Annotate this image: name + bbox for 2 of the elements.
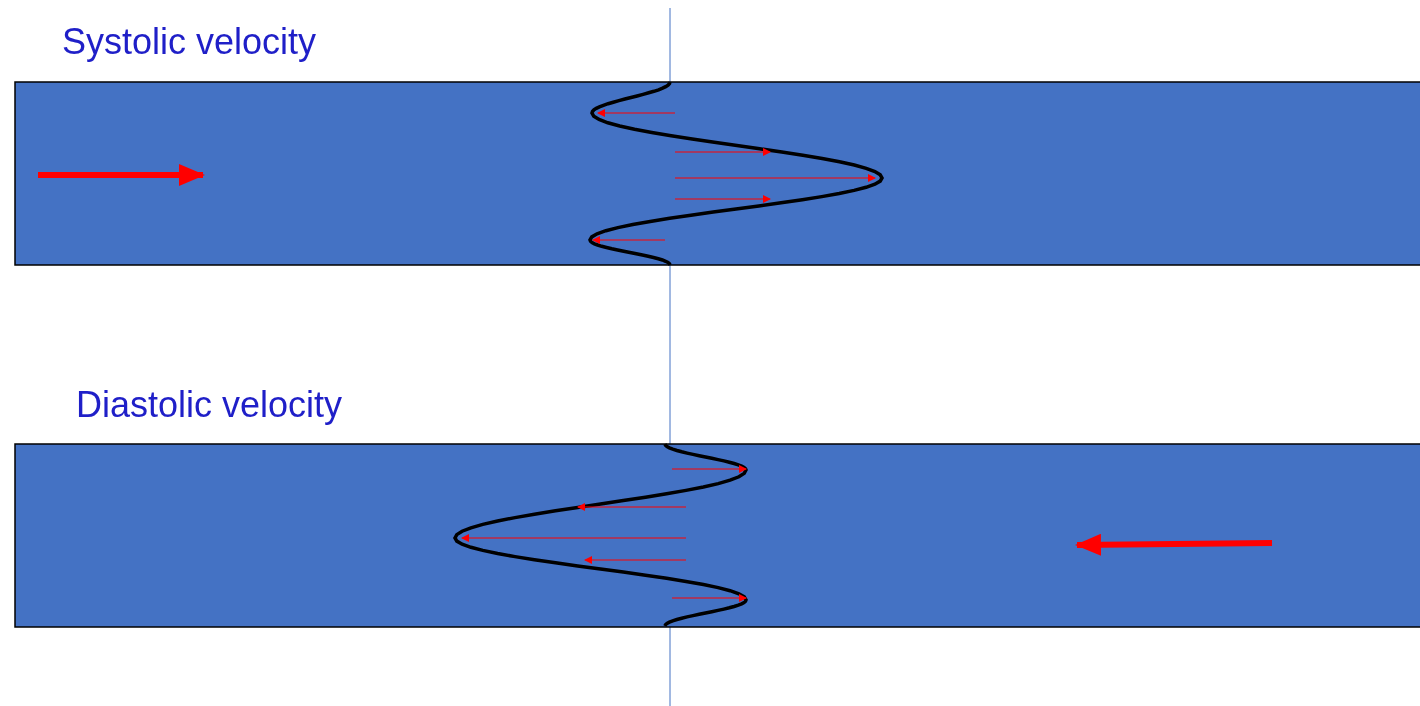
section-title: Systolic velocity	[62, 20, 317, 64]
section-title: Diastolic velocity	[76, 383, 343, 427]
